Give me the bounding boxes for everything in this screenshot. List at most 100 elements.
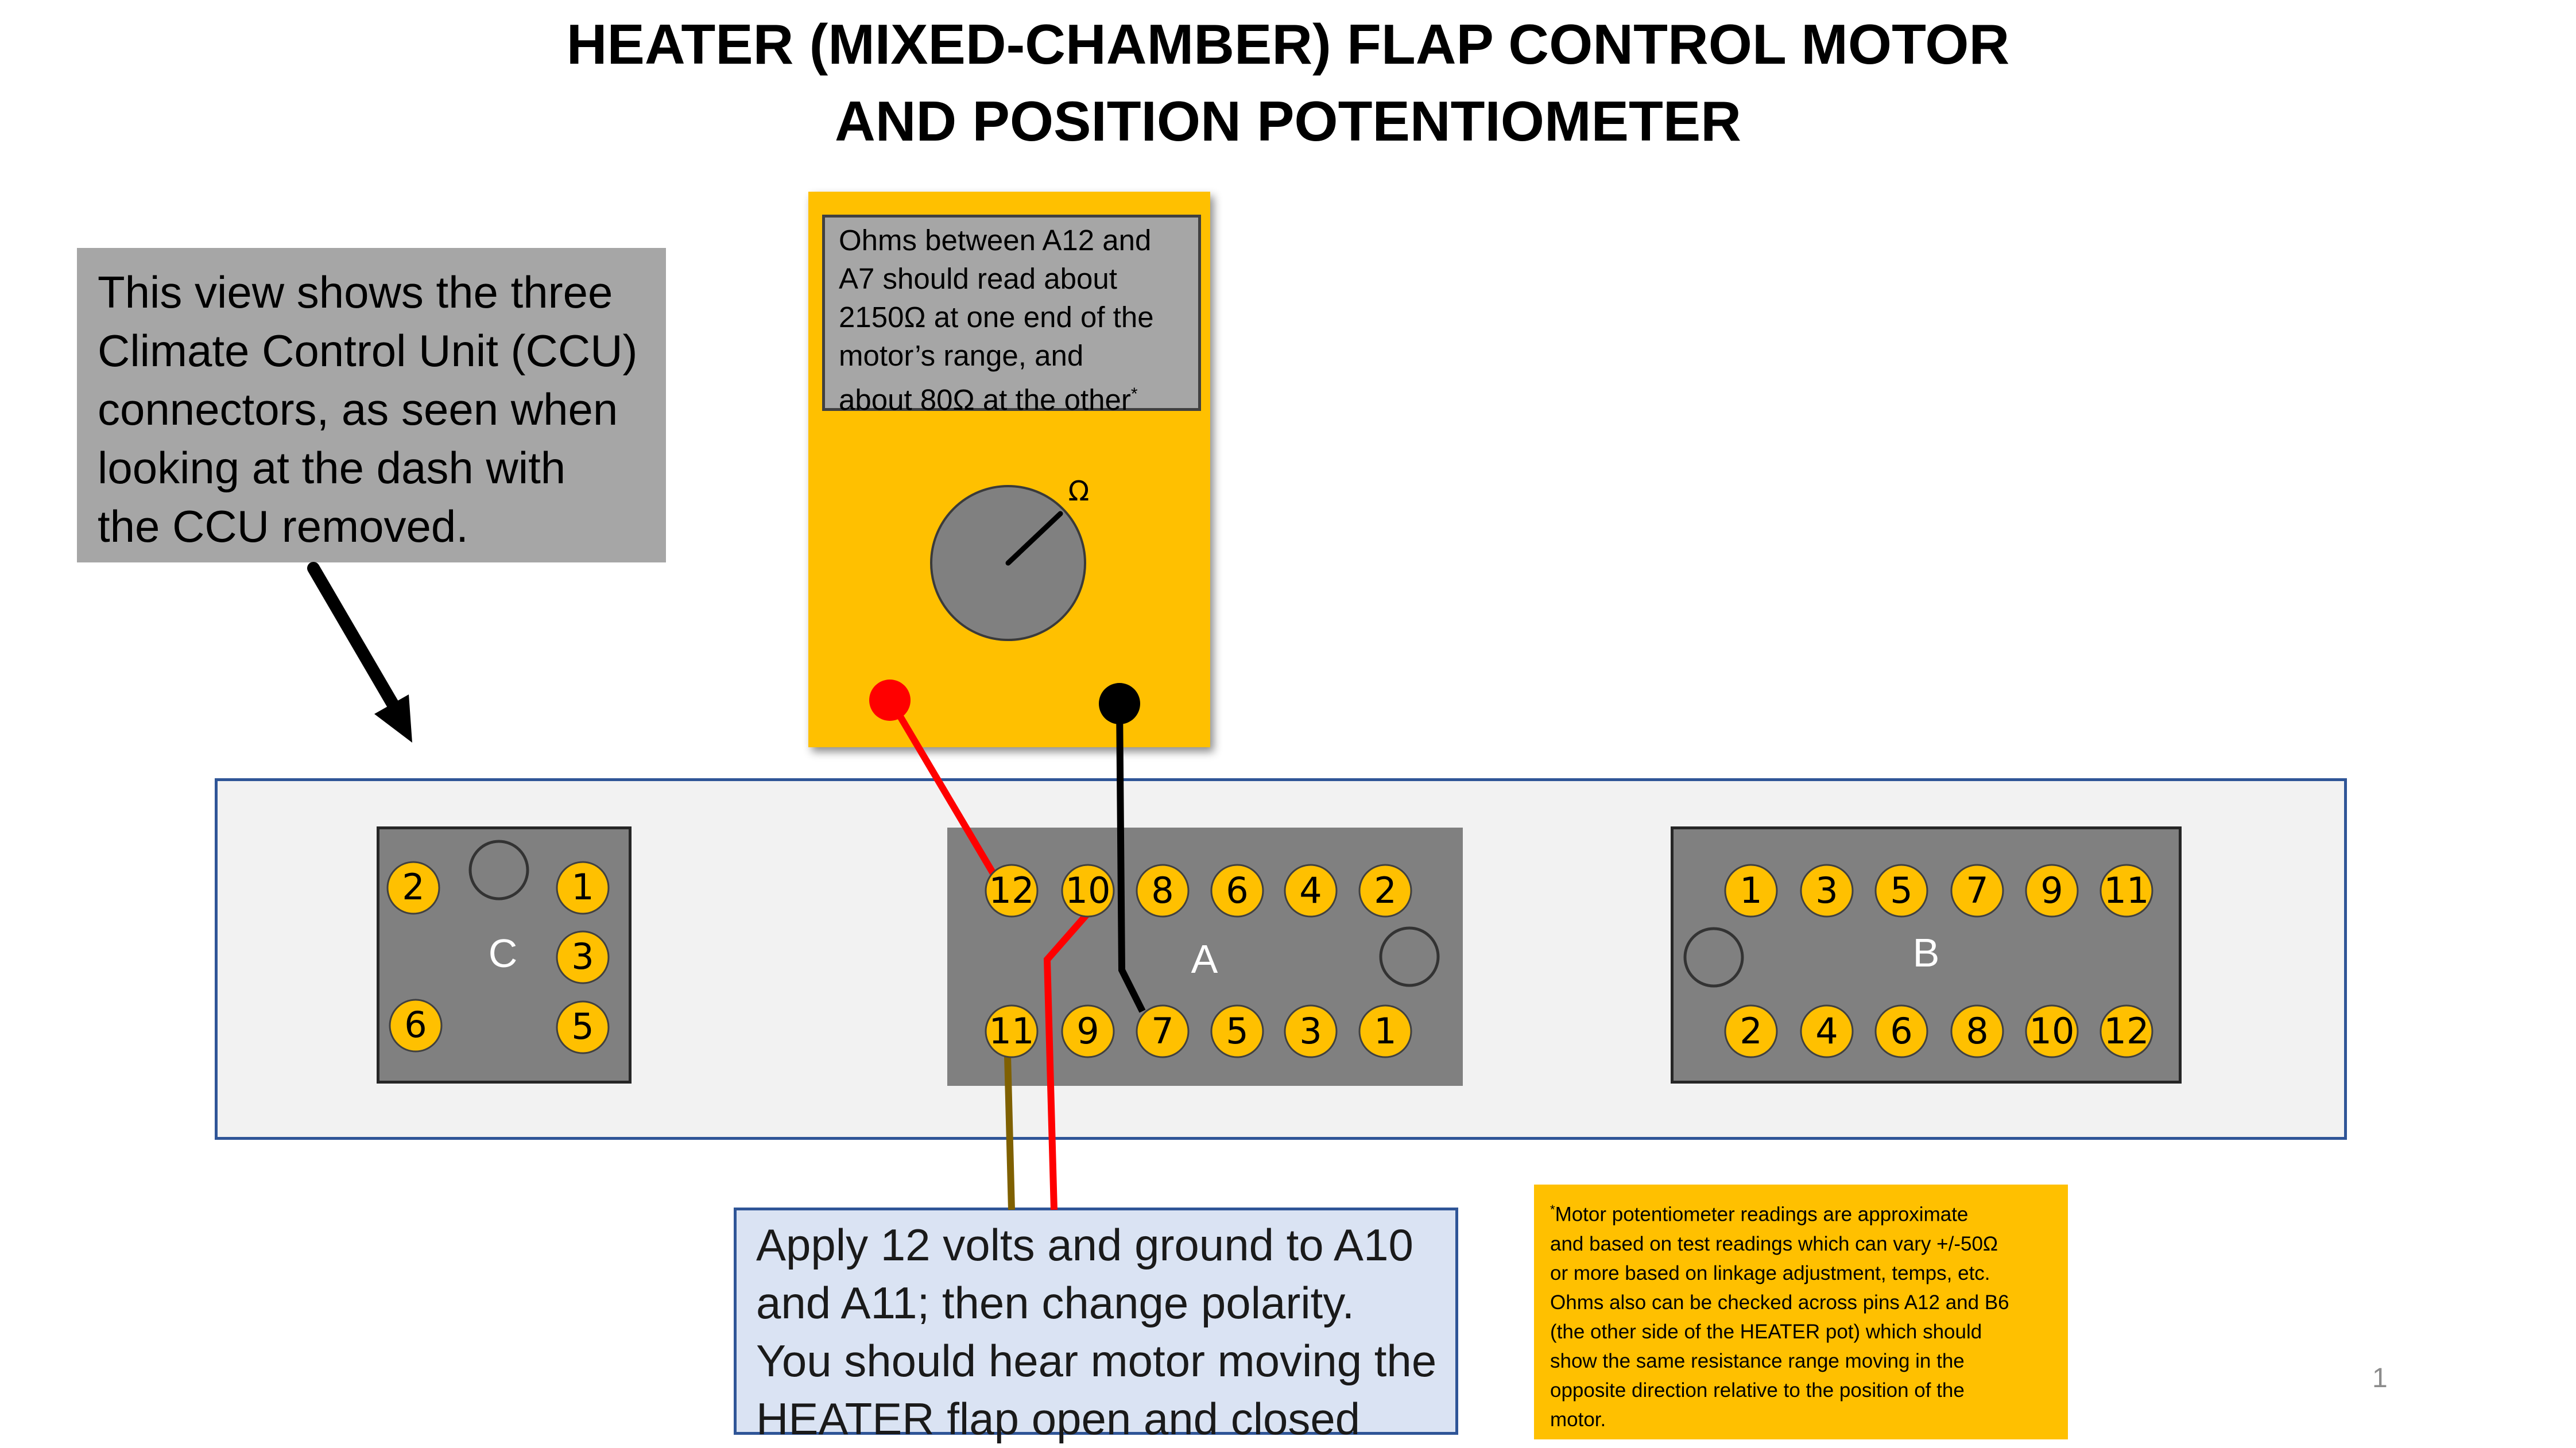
connector-c: 2 1 3 6 5 C — [386, 840, 610, 1054]
pin: 1 — [1724, 864, 1778, 918]
pin-label: 9 — [2040, 869, 2063, 911]
footnote-line: (the other side of the HEATER pot) which… — [1550, 1320, 1982, 1343]
pin: 6 — [1874, 1004, 1928, 1058]
pin: 3 — [556, 930, 610, 984]
view-note-line: Climate Control Unit (CCU) — [98, 325, 638, 376]
pin: 3 — [1800, 864, 1854, 918]
view-note-callout: This view shows the three Climate Contro… — [77, 248, 666, 562]
pin: 9 — [2025, 864, 2079, 918]
page-number: 1 — [2372, 1363, 2388, 1393]
pin-label: 8 — [1966, 1010, 1988, 1052]
pin-label: 12 — [2104, 1010, 2149, 1052]
view-note-text: This view shows the three Climate Contro… — [98, 263, 638, 556]
pin: 2 — [386, 861, 440, 915]
pin: 12 — [2099, 1004, 2153, 1058]
pin: 2 — [1724, 1004, 1778, 1058]
page-subtitle: AND POSITION POTENTIOMETER — [835, 90, 1741, 153]
pin: 1 — [1358, 1004, 1412, 1058]
pin-label: 12 — [989, 869, 1035, 911]
pin: 8 — [1136, 864, 1190, 918]
footnote-line: *Motor potentiometer readings are approx… — [1550, 1195, 2009, 1229]
pin-label: 5 — [571, 1006, 594, 1047]
footnote-mark: * — [1130, 385, 1138, 403]
footnote-line: opposite direction relative to the posit… — [1550, 1379, 1965, 1402]
pin-label: 7 — [1966, 869, 1988, 911]
instruction-line: HEATER flap open and closed — [756, 1393, 1361, 1444]
pin-label: 1 — [1740, 869, 1762, 911]
pin-label: 4 — [1299, 869, 1322, 911]
footnote-line: motor. — [1550, 1408, 1606, 1431]
red-power-wire — [1043, 910, 1091, 1210]
view-note-line: This view shows the three — [98, 267, 613, 317]
pin-label: 1 — [571, 866, 594, 908]
meter-reading-line: 2150Ω at one end of the — [839, 301, 1154, 333]
connector-label: C — [489, 931, 518, 976]
footnote-box: *Motor potentiometer readings are approx… — [1534, 1185, 2068, 1439]
pin: 6 — [389, 999, 443, 1053]
footnote-line: Ohms also can be checked across pins A12… — [1550, 1291, 2009, 1314]
footnote-line: and based on test readings which can var… — [1550, 1232, 1998, 1255]
view-note-line: the CCU removed. — [98, 501, 468, 552]
pin: 7 — [1950, 864, 2004, 918]
black-probe-jack — [1099, 683, 1140, 724]
pin: 8 — [1950, 1004, 2004, 1058]
pin: 5 — [1874, 864, 1928, 918]
pin-label: 7 — [1151, 1010, 1173, 1052]
meter-reading-line: about 80Ω at the other* — [839, 375, 1154, 419]
pin: 4 — [1284, 864, 1338, 918]
connector-key-hole — [468, 840, 529, 900]
meter-dial — [930, 485, 1086, 641]
callout-arrow — [307, 562, 412, 743]
pin-label: 1 — [1374, 1010, 1396, 1052]
pin-label: 11 — [989, 1010, 1035, 1052]
pin: 5 — [1210, 1004, 1264, 1058]
pin: 12 — [985, 864, 1039, 918]
connector-key-hole — [1379, 926, 1440, 987]
meter-reading-line: motor’s range, and — [839, 339, 1084, 372]
page-title: HEATER (MIXED-CHAMBER) FLAP CONTROL MOTO… — [566, 13, 2010, 76]
pin: 7 — [1136, 1004, 1190, 1058]
pin-label: 5 — [1890, 869, 1912, 911]
pin-label: 6 — [1890, 1010, 1912, 1052]
pin: 2 — [1358, 864, 1412, 918]
instruction-line: Apply 12 volts and ground to A10 — [756, 1220, 1413, 1270]
dial-ohm-symbol: Ω — [1068, 475, 1090, 507]
pin: 10 — [2025, 1004, 2079, 1058]
pin-label: 3 — [571, 935, 594, 977]
pin-label: 5 — [1226, 1010, 1248, 1052]
pin: 6 — [1210, 864, 1264, 918]
pin: 5 — [556, 1000, 610, 1054]
footnote-text: Motor potentiometer readings are approxi… — [1555, 1203, 1969, 1226]
pin: 11 — [2099, 864, 2153, 918]
pin-label: 2 — [402, 866, 424, 908]
meter-reading-line: A7 should read about — [839, 262, 1117, 295]
pin-label: 9 — [1076, 1010, 1099, 1052]
meter-reading-text: about 80Ω at the other — [839, 383, 1131, 416]
footnote-line: show the same resistance range moving in… — [1550, 1349, 1965, 1372]
pin: 3 — [1284, 1004, 1338, 1058]
footnote-line: or more based on linkage adjustment, tem… — [1550, 1261, 1990, 1284]
connector-label: A — [1191, 937, 1218, 981]
black-probe-lead — [1116, 702, 1146, 1013]
connector-key-hole — [1683, 927, 1744, 988]
pin-label: 10 — [2029, 1010, 2075, 1052]
pin-label: 2 — [1374, 869, 1396, 911]
brown-ground-wire — [1004, 1032, 1015, 1210]
instruction-box: Apply 12 volts and ground to A10 and A11… — [734, 1208, 1458, 1444]
red-probe-jack — [869, 680, 911, 721]
pin-label: 3 — [1815, 869, 1838, 911]
instruction-line: You should hear motor moving the — [756, 1336, 1437, 1386]
pin-label: 3 — [1299, 1010, 1322, 1052]
connector-label: B — [1913, 930, 1940, 975]
pin-label: 6 — [404, 1004, 427, 1046]
footnote-mark: * — [1550, 1202, 1555, 1217]
instruction-line: and A11; then change polarity. — [756, 1278, 1355, 1328]
pin-label: 11 — [2104, 869, 2149, 911]
pin: 1 — [556, 861, 610, 915]
view-note-line: looking at the dash with — [98, 442, 566, 493]
pin-label: 8 — [1151, 869, 1173, 911]
pin-label: 2 — [1740, 1010, 1762, 1052]
